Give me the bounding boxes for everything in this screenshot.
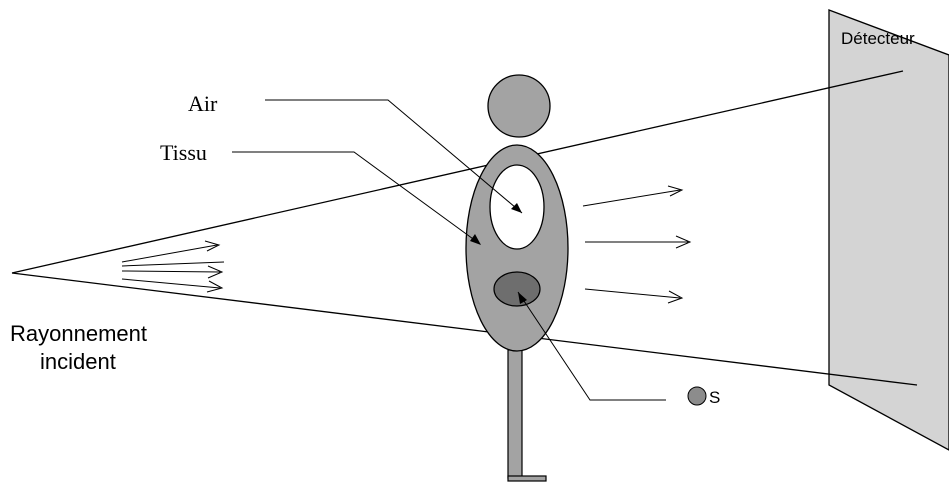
foot [508, 476, 546, 481]
air-label: Air [188, 91, 218, 116]
tissue-label: Tissu [160, 140, 207, 165]
incident-label-line1: Rayonnement [10, 321, 147, 346]
transmitted-arrows [583, 186, 690, 303]
beam-lower-edge [12, 273, 917, 385]
beam-upper-edge [12, 71, 903, 273]
head [488, 75, 550, 137]
incident-arrows [122, 241, 224, 292]
dense-organ [494, 272, 540, 306]
leg [508, 350, 522, 478]
incident-label-line2: incident [40, 349, 116, 374]
source-dot [688, 387, 706, 405]
tissue-leader [232, 152, 480, 244]
detector-label: Détecteur [841, 29, 915, 48]
source-label: S [709, 388, 720, 407]
detector-panel [829, 10, 949, 450]
